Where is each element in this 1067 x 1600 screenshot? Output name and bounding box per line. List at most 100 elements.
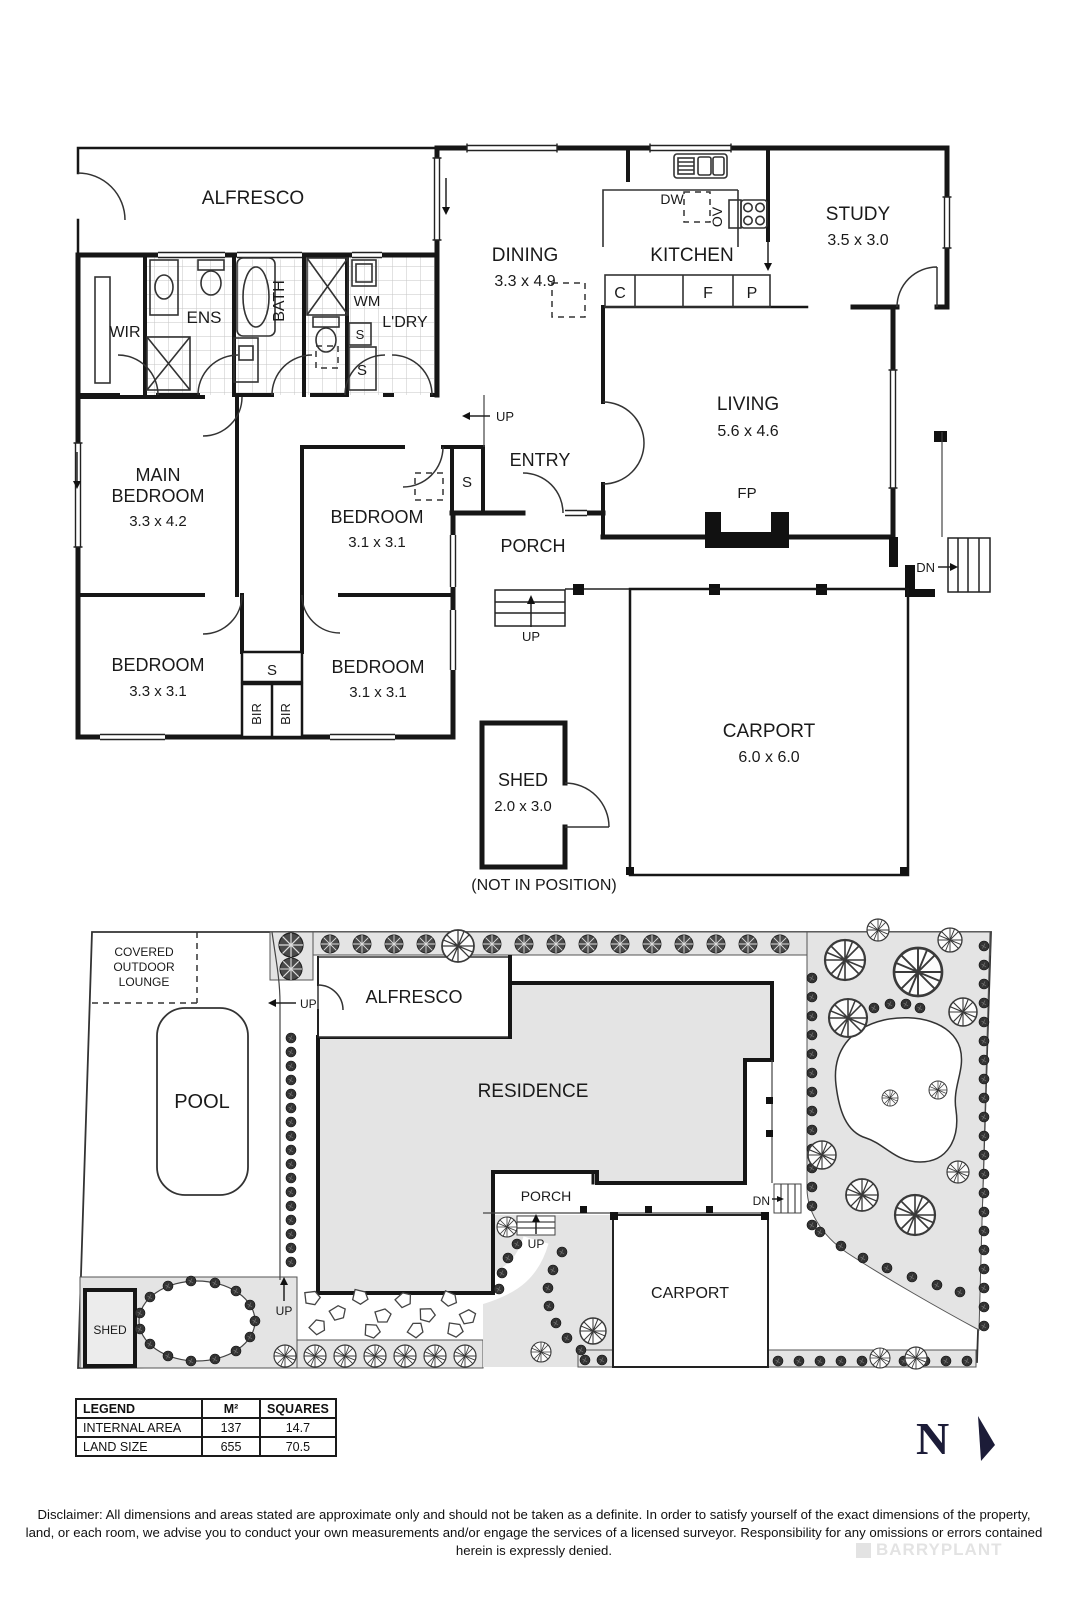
north-arrow-icon (978, 1416, 995, 1461)
label-s-entry: S (462, 474, 472, 491)
internal-area-m2: 137 (201, 1417, 261, 1438)
legend-header-squares: SQUARES (259, 1398, 337, 1419)
label-bir-2: BIR (278, 703, 293, 725)
label-bed4: BEDROOM (331, 657, 424, 677)
label-ens: ENS (187, 308, 222, 327)
svg-text:POOL: POOL (174, 1091, 230, 1113)
internal-walls (76, 146, 770, 654)
label-dn: DN (916, 560, 935, 575)
label-bed3: BEDROOM (111, 655, 204, 675)
label-fp: FP (737, 485, 756, 502)
internal-area-label: INTERNAL AREA (75, 1417, 203, 1438)
door-arcs (117, 266, 938, 635)
site-porch: PORCH (491, 1170, 595, 1219)
label-bed2-dim: 3.1 x 3.1 (348, 534, 406, 551)
bathroom-fixtures (94, 257, 377, 391)
label-residence: RESIDENCE (478, 1081, 589, 1102)
label-s-1: S (356, 327, 365, 342)
label-dining-dim: 3.3 x 4.9 (494, 273, 555, 290)
svg-text:LOUNGE: LOUNGE (119, 975, 170, 989)
label-ldry: L'DRY (382, 314, 428, 331)
svg-text:UP: UP (276, 1304, 293, 1318)
land-size-label: LAND SIZE (75, 1436, 203, 1457)
label-bath: BATH (271, 280, 288, 321)
label-up-hall: UP (496, 409, 514, 424)
label-bed4-dim: 3.1 x 3.1 (349, 684, 407, 701)
label-up-steps: UP (522, 629, 540, 644)
svg-text:SHED: SHED (93, 1323, 127, 1337)
legend-row-land: LAND SIZE 655 70.5 (75, 1436, 337, 1457)
svg-text:COVERED: COVERED (114, 945, 174, 959)
land-size-m2: 655 (201, 1436, 261, 1457)
legend-row-internal: INTERNAL AREA 137 14.7 (75, 1417, 337, 1438)
svg-text:PORCH: PORCH (521, 1188, 572, 1204)
label-bed3-dim: 3.3 x 3.1 (129, 683, 187, 700)
fireplace (705, 512, 789, 548)
land-size-squares: 70.5 (259, 1436, 337, 1457)
label-dw: DW (660, 191, 684, 207)
legend-header-row: LEGEND M² SQUARES (75, 1398, 337, 1419)
legend-header: LEGEND (75, 1398, 203, 1419)
north-letter: N (916, 1413, 950, 1464)
external-walls (75, 145, 950, 740)
svg-text:DN: DN (753, 1194, 770, 1208)
arrows (73, 178, 958, 627)
label-carport-dim: 6.0 x 6.0 (738, 749, 799, 766)
site-verandah (483, 1060, 773, 1214)
shed-outline (479, 720, 610, 870)
label-s-2: S (357, 362, 367, 379)
site-shed: SHED (83, 1288, 137, 1368)
label-living: LIVING (717, 394, 779, 415)
legend-table: LEGEND M² SQUARES INTERNAL AREA 137 14.7… (75, 1398, 337, 1457)
bottom-tree-strip (296, 1339, 484, 1369)
pool: POOL (156, 1007, 249, 1196)
label-dining: DINING (492, 245, 559, 266)
svg-text:UP: UP (300, 997, 317, 1011)
lawn (834, 1016, 963, 1163)
site-alfresco: ALFRESCO (317, 955, 512, 1039)
label-living-dim: 5.6 x 4.6 (717, 423, 778, 440)
label-shed: SHED (498, 770, 548, 790)
dn-stairs (947, 537, 991, 593)
disclaimer-text: Disclaimer: All dimensions and areas sta… (25, 1507, 1043, 1558)
label-study-dim: 3.5 x 3.0 (827, 232, 888, 249)
label-shed-dim: 2.0 x 3.0 (494, 798, 552, 815)
svg-text:UP: UP (528, 1237, 545, 1251)
windows (73, 143, 952, 742)
svg-text:OUTDOOR: OUTDOOR (113, 960, 175, 974)
label-shed-note: (NOT IN POSITION) (471, 877, 616, 894)
covered-lounge: COVERED OUTDOOR LOUNGE (92, 932, 198, 1004)
north-indicator: N (916, 1412, 995, 1465)
kitchen-fixtures (602, 153, 771, 308)
label-s-hall: S (267, 662, 277, 679)
label-carport: CARPORT (723, 721, 816, 742)
label-kitchen: KITCHEN (650, 245, 733, 266)
bathroom-tiles (145, 255, 437, 395)
brand-watermark-text: BARRYPLANT (876, 1540, 1003, 1559)
carport-outline (626, 587, 910, 877)
site-up-stones: UP (276, 1277, 293, 1318)
site-carport: CARPORT (610, 1212, 769, 1368)
label-p: P (747, 285, 758, 302)
internal-area-squares: 14.7 (259, 1417, 337, 1438)
label-mainbed-2: BEDROOM (111, 486, 204, 506)
hall-storage (240, 650, 304, 739)
label-mainbed-dim: 3.3 x 4.2 (129, 513, 187, 530)
site-up-alfresco: UP (268, 997, 317, 1011)
porch-steps (494, 589, 566, 627)
label-mainbed-1: MAIN (136, 465, 181, 485)
alfresco-outline (76, 146, 439, 257)
label-bir-1: BIR (249, 703, 264, 725)
label-wir: WIR (109, 324, 140, 341)
brand-logo-icon (856, 1542, 871, 1558)
brand-watermark: BARRYPLANT (856, 1540, 1002, 1560)
label-alfresco: ALFRESCO (202, 188, 304, 209)
label-wm: WM (354, 293, 381, 310)
label-porch: PORCH (500, 536, 565, 556)
label-c: C (614, 285, 626, 302)
label-f: F (703, 285, 713, 302)
svg-text:CARPORT: CARPORT (651, 1285, 729, 1302)
svg-text:ALFRESCO: ALFRESCO (365, 987, 462, 1007)
label-bed2: BEDROOM (330, 507, 423, 527)
